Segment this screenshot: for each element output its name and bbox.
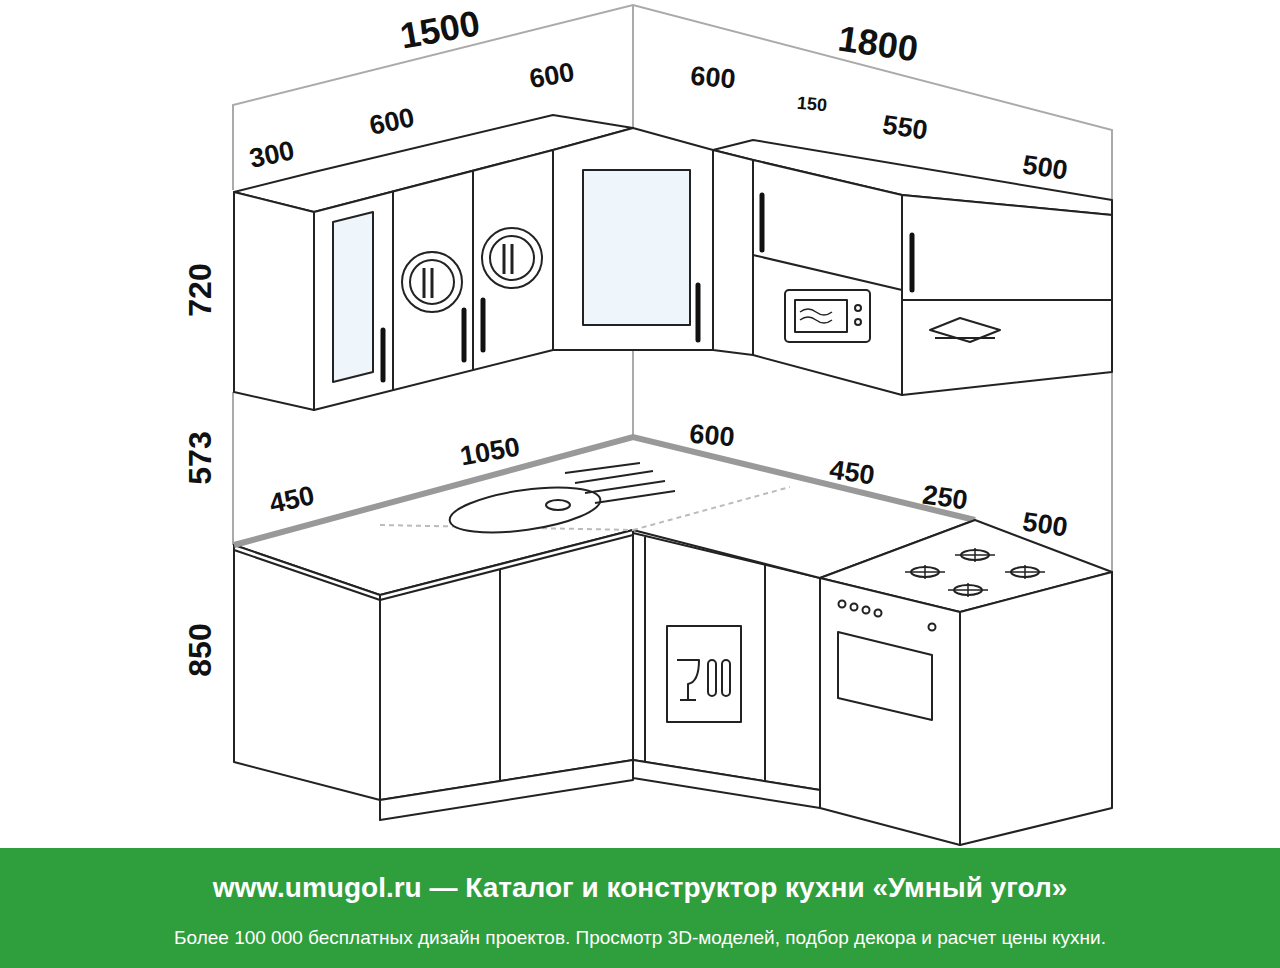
plate-icons <box>402 228 542 312</box>
dimension-label: 500 <box>1021 151 1069 184</box>
dimension-label: 720 <box>184 263 216 316</box>
sink <box>447 463 675 540</box>
dimension-label: 450 <box>267 482 317 518</box>
dimension-label: 550 <box>881 111 929 144</box>
dimension-label: 850 <box>184 623 216 676</box>
dimension-label: 250 <box>921 481 969 514</box>
dimension-label: 150 <box>796 94 828 115</box>
dimension-label: 1050 <box>458 433 522 470</box>
footer-band <box>0 848 1280 968</box>
dimension-label: 1500 <box>397 5 482 54</box>
base-cabinets <box>234 533 820 820</box>
footer-note: Более 100 000 бесплатных дизайн проектов… <box>174 928 1106 947</box>
dimension-label: 600 <box>367 104 417 140</box>
dimension-label: 500 <box>1021 508 1069 541</box>
dimension-label: 600 <box>527 59 576 93</box>
backsplash-edge <box>234 437 975 545</box>
dimension-label: 573 <box>184 431 216 484</box>
dimension-label: 600 <box>688 421 735 452</box>
dimension-label: 450 <box>828 456 876 489</box>
stove <box>820 520 1112 845</box>
dimension-label: 600 <box>689 63 736 94</box>
dimension-label: 300 <box>247 137 297 173</box>
footer-heading: www.umugol.ru — Каталог и конструктор ку… <box>213 874 1068 902</box>
upper-cabinets <box>234 115 1112 410</box>
